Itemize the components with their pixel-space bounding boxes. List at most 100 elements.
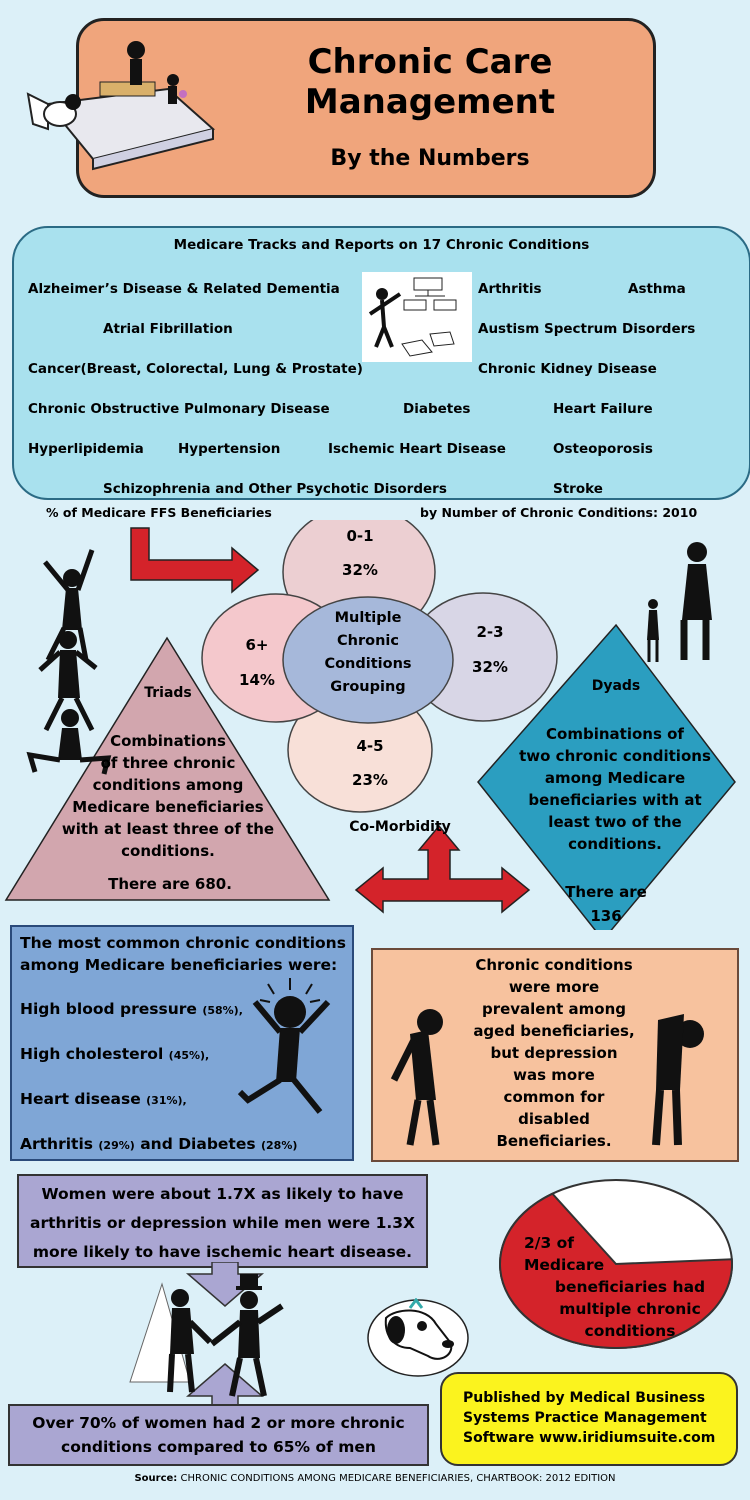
condition-item: Osteoporosis xyxy=(553,441,653,457)
dyads-description: Combinations of two chronic conditions a… xyxy=(500,723,730,855)
publisher-text: Published by Medical Business Systems Pr… xyxy=(463,1388,715,1448)
triads-line: Combinations xyxy=(110,732,226,750)
over70-line: Over 70% of women had 2 or more chronic xyxy=(32,1414,405,1432)
women-description: Women were about 1.7X as likely to have … xyxy=(17,1180,428,1267)
common-heading-line: among Medicare beneficiaries were: xyxy=(20,956,338,974)
triads-line: conditions among xyxy=(92,776,244,794)
pie-line: conditions xyxy=(584,1322,676,1340)
condition-item: Atrial Fibrillation xyxy=(103,321,233,337)
women-line: arthritis or depression while men were 1… xyxy=(29,1214,416,1232)
condition-item: Hypertension xyxy=(178,441,281,457)
condition-item: Asthma xyxy=(628,281,686,297)
dyads-line: conditions. xyxy=(568,835,662,853)
condition-item: Austism Spectrum Disorders xyxy=(478,321,696,337)
triads-count: There are 680. xyxy=(108,875,232,893)
petal-2-3-pct: 32% xyxy=(472,658,508,676)
condition-item: Chronic Kidney Disease xyxy=(478,361,657,377)
comorbidity-diagram xyxy=(4,520,736,930)
up-arrow xyxy=(185,1363,265,1408)
common-item: High cholesterol (45%), xyxy=(20,1045,210,1063)
aged-line: Beneficiaries. xyxy=(496,1132,612,1150)
condition-item: Schizophrenia and Other Psychotic Disord… xyxy=(103,481,447,497)
flowchart-illustration xyxy=(362,272,472,362)
sad-figure-left xyxy=(390,1009,443,1146)
source-text: CHRONIC CONDITIONS AMONG MEDICARE BENEFI… xyxy=(180,1473,616,1484)
condition-item: Alzheimer’s Disease & Related Dementia xyxy=(28,281,340,297)
petal-6-plus-pct: 14% xyxy=(239,671,275,689)
dyads-title: Dyads xyxy=(591,678,641,694)
center-line: Multiple xyxy=(334,610,402,626)
dyads-line: least two of the xyxy=(548,813,682,831)
triad-triangle xyxy=(4,636,331,901)
condition-item: Hyperlipidemia xyxy=(28,441,144,457)
over70-line: conditions compared to 65% of men xyxy=(61,1438,376,1456)
triads-line: conditions. xyxy=(121,842,215,860)
aged-line: was more xyxy=(513,1066,595,1084)
title-line-1: Chronic Care xyxy=(307,42,553,82)
condition-item: Arthritis xyxy=(478,281,542,297)
triads-title: Triads xyxy=(144,685,192,701)
standing-figures xyxy=(647,542,712,662)
pie-chart xyxy=(498,1179,734,1349)
common-heading: The most common chronic conditions among… xyxy=(20,932,360,976)
dyads-count-line: 136 xyxy=(590,907,622,925)
petal-2-3-range: 2-3 xyxy=(476,623,504,641)
acrobat-figures xyxy=(26,549,112,775)
dyads-line: beneficiaries with at xyxy=(528,791,702,809)
condition-item: Chronic Obstructive Pulmonary Disease xyxy=(28,401,330,417)
publisher-panel xyxy=(440,1372,738,1466)
ffs-left-label: % of Medicare FFS Beneficiaries xyxy=(46,505,272,520)
stressed-figure xyxy=(237,978,331,1114)
common-heading-line: The most common chronic conditions xyxy=(20,934,346,952)
petal-0-1-range: 0-1 xyxy=(346,527,374,545)
comorbidity-label: Co-Morbidity xyxy=(349,819,451,835)
ffs-right-label: by Number of Chronic Conditions: 2010 xyxy=(420,505,698,520)
center-line: Grouping xyxy=(330,679,406,695)
publisher-line[interactable]: Software www.iridiumsuite.com xyxy=(463,1430,716,1446)
page-title: Chronic Care Management xyxy=(250,42,610,122)
aged-line: Chronic conditions xyxy=(475,956,633,974)
common-item: Heart disease (31%), xyxy=(20,1090,187,1108)
common-item: Arthritis (29%) and Diabetes (28%) xyxy=(20,1135,298,1153)
over70-description: Over 70% of women had 2 or more chronic … xyxy=(8,1411,429,1459)
condition-item: Heart Failure xyxy=(553,401,653,417)
title-line-2: Management xyxy=(304,82,556,122)
condition-item: Ischemic Heart Disease xyxy=(328,441,506,457)
grouping-center-label: Multiple Chronic Conditions Grouping xyxy=(290,607,446,699)
red-double-arrow xyxy=(354,824,531,914)
source-line: Source: CHRONIC CONDITIONS AMONG MEDICAR… xyxy=(0,1473,750,1484)
over70-stat-panel xyxy=(8,1404,429,1466)
aged-line: aged beneficiaries, xyxy=(473,1022,635,1040)
petal-0-1-pct: 32% xyxy=(342,561,378,579)
aged-line: were more xyxy=(508,978,600,996)
triads-description: Combinations of three chronic conditions… xyxy=(40,730,296,862)
petal-4-5-pct: 23% xyxy=(352,771,388,789)
dyads-line: among Medicare xyxy=(544,769,686,787)
pie-line: beneficiaries had xyxy=(554,1278,706,1296)
pie-line: multiple chronic xyxy=(559,1300,701,1318)
condition-item: Diabetes xyxy=(403,401,471,417)
publisher-line: Published by Medical Business xyxy=(463,1390,706,1406)
couple-illustration xyxy=(129,1262,284,1408)
women-line: Women were about 1.7X as likely to have xyxy=(41,1185,404,1203)
dyads-line: two chronic conditions xyxy=(519,747,711,765)
dyads-count-line: There are xyxy=(565,883,647,901)
common-item: High blood pressure (58%), xyxy=(20,1000,243,1018)
aged-line: disabled xyxy=(518,1110,590,1128)
dog-illustration xyxy=(367,1298,469,1377)
condition-item: Cancer(Breast, Colorectal, Lung & Prosta… xyxy=(28,361,363,377)
dyads-line: Combinations of xyxy=(546,725,684,743)
conditions-heading: Medicare Tracks and Reports on 17 Chroni… xyxy=(173,237,590,253)
bed-illustration xyxy=(26,41,216,171)
sad-figure-right xyxy=(652,1014,704,1146)
women-stat-panel xyxy=(17,1174,428,1268)
aged-description: Chronic conditions were more prevalent a… xyxy=(456,954,652,1152)
dyad-diamond xyxy=(477,623,736,930)
center-line: Chronic xyxy=(337,633,399,649)
condition-item: Stroke xyxy=(553,481,603,497)
center-line: Conditions xyxy=(324,656,412,672)
pie-slice-multiple xyxy=(499,1192,733,1349)
aged-line: prevalent among xyxy=(481,1000,627,1018)
triads-line: Medicare beneficiaries xyxy=(72,798,264,816)
aged-line: common for xyxy=(503,1088,605,1106)
